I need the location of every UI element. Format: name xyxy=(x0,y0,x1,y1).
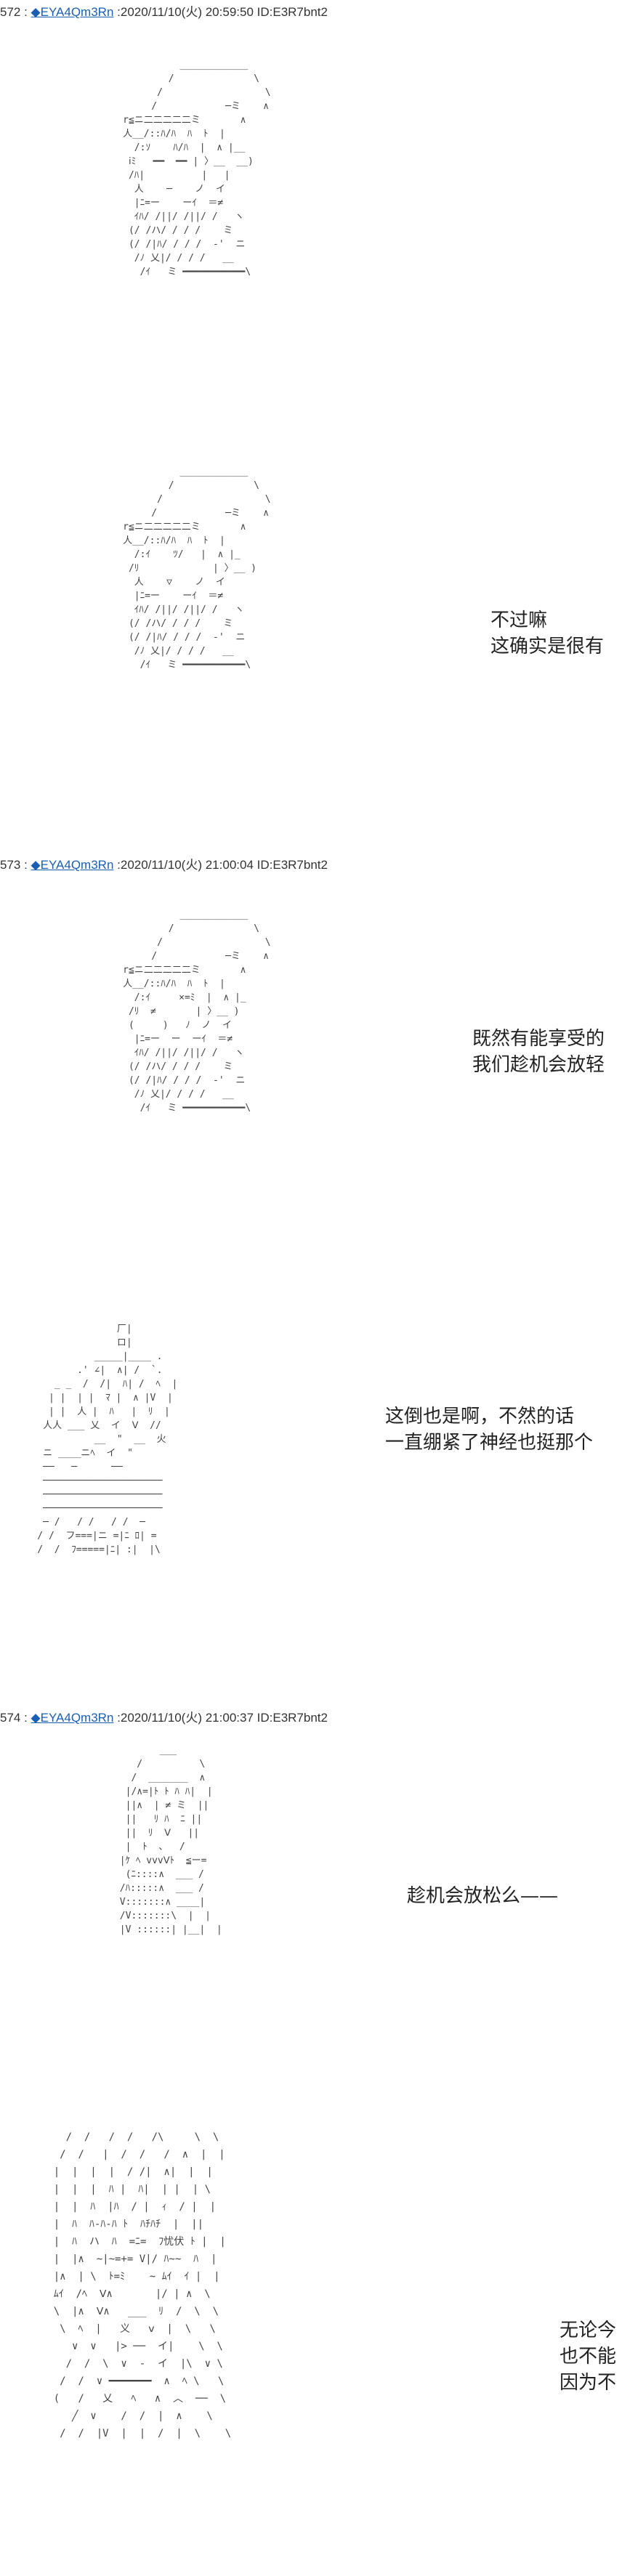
post-header-574: 574 : ◆EYA4Qm3Rn :2020/11/10(火) 21:00:37… xyxy=(0,1707,328,1725)
ascii-art-frame-1: ____________ / \ / \ / ─ミ ∧ r≦ニ二二二二二ミ ∧ … xyxy=(123,60,271,278)
post-meta: :2020/11/10(火) 20:59:50 ID:E3R7bnt2 xyxy=(117,5,328,19)
dialogue-line: 不过嘛 xyxy=(490,609,548,631)
ascii-art-frame-6: / / / / /\ \ \ / / | / / / ∧ | | | | | |… xyxy=(53,2131,232,2439)
ascii-art-frame-2: ____________ / \ / \ / ─ミ ∧ r≦ニ二二二二二ミ ∧ … xyxy=(123,466,271,671)
post-number: 572 : xyxy=(0,5,28,19)
dialogue-line: 无论今 xyxy=(560,2320,617,2341)
post-number: 573 : xyxy=(0,858,28,872)
dialogue-2: 既然有能享受的 我们趁机会放轻 xyxy=(472,1026,630,1078)
ascii-art-frame-3: ____________ / \ / \ / ─ミ ∧ r≦ニ二二二二二ミ ∧ … xyxy=(123,910,271,1114)
post-meta: :2020/11/10(火) 21:00:37 ID:E3R7bnt2 xyxy=(117,1711,328,1725)
post-header-573: 573 : ◆EYA4Qm3Rn :2020/11/10(火) 21:00:04… xyxy=(0,854,328,872)
dialogue-1: 不过嘛 这确实是很有 xyxy=(490,607,630,660)
dialogue-line: 趁机会放松么—— xyxy=(407,1885,559,1907)
dialogue-line: 我们趁机会放轻 xyxy=(472,1054,605,1076)
dialogue-line: 一直绷紧了神经也挺那个 xyxy=(385,1432,594,1454)
poster-link[interactable]: ◆EYA4Qm3Rn xyxy=(31,5,114,19)
ascii-art-frame-4: 厂| ロ| _____|____ . .' ∠| ∧| / `. _ _ / /… xyxy=(37,1324,178,1555)
dialogue-line: 这确实是很有 xyxy=(490,636,605,657)
poster-link[interactable]: ◆EYA4Qm3Rn xyxy=(31,858,114,872)
dialogue-line: 因为不 xyxy=(560,2372,617,2394)
dialogue-4: 趁机会放松么—— xyxy=(407,1883,630,1909)
poster-link[interactable]: ◆EYA4Qm3Rn xyxy=(31,1711,114,1725)
ascii-art-frame-5: ___ / \ / _______ ∧ |/∧=|ﾄ ﾄ ﾊ ﾊ| | ||∧ … xyxy=(119,1745,222,1935)
dialogue-5: 无论今 也不能 因为不 xyxy=(560,2317,630,2396)
dialogue-line: 这倒也是啊，不然的话 xyxy=(385,1406,575,1427)
post-header-572: 572 : ◆EYA4Qm3Rn :2020/11/10(火) 20:59:50… xyxy=(0,1,328,20)
dialogue-line: 也不能 xyxy=(560,2346,617,2368)
post-meta: :2020/11/10(火) 21:00:04 ID:E3R7bnt2 xyxy=(117,858,328,872)
dialogue-3: 这倒也是啊，不然的话 一直绷紧了神经也挺那个 xyxy=(385,1404,630,1456)
post-number: 574 : xyxy=(0,1711,28,1725)
dialogue-line: 既然有能享受的 xyxy=(472,1028,605,1050)
